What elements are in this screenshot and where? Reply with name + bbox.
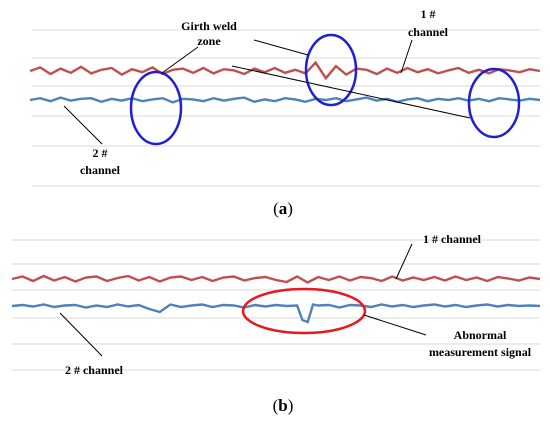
leader-line [363,314,427,336]
leader-line [63,105,103,145]
panel-a-caption: (a) [273,199,293,218]
caption-letter: a [279,199,288,218]
annotation-channel-1-line1: 1 # [421,7,436,21]
panel-a-weld-zone-ellipse [129,70,183,146]
annotation-abnormal-line1: Abnormal [454,328,507,342]
annotation-channel-2: 2 # channel [65,363,124,377]
caption-close: ) [288,396,294,415]
leader-line [400,39,413,74]
annotation-abnormal-line2: measurement signal [429,345,532,359]
leader-line [395,243,413,280]
caption-letter: b [278,396,287,415]
caption-open: ( [273,199,279,218]
leader-line [59,312,103,357]
panel-b-series-channel-2 [11,303,541,324]
panel-a-weld-zone-ellipse [304,33,358,107]
annotation-channel-2-line1: 2 # [93,146,108,160]
leader-line [161,46,199,74]
annotation-channel-1-line2: channel [408,25,449,39]
annotation-channel-2-line2: channel [80,163,121,177]
leader-line [253,39,309,56]
panel-a-leader-lines [63,39,471,145]
panel-a-series-channel-2 [29,96,541,104]
annotation-girth-weld-line1: Girth weld [181,19,237,33]
panel-b-leader-lines [59,243,427,357]
panel-b-abnormal-signal-ellipse [241,287,367,335]
panel-a-gridlines [32,29,540,187]
caption-open: ( [273,396,279,415]
caption-close: ) [287,199,293,218]
annotation-channel-1: 1 # channel [423,232,482,246]
panel-a-weld-zone-ellipse [467,67,521,139]
panel-a-series-channel-1 [29,60,541,81]
panel-b: 1 # channel 2 # channel Abnormal measure… [11,232,541,415]
annotation-girth-weld-line2: zone [197,34,221,48]
leader-line [231,65,471,119]
panel-b-series-channel-1 [11,274,541,284]
panel-b-gridlines [12,239,540,371]
panel-b-caption: (b) [273,396,294,415]
panel-a: Girth weld zone 1 # channel 2 # channel … [29,7,541,218]
